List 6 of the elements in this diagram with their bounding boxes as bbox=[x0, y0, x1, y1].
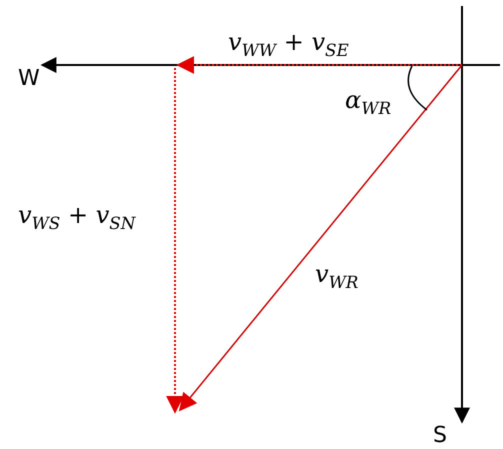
vector-label: v$_{WS}$ + v$_{SN}$ bbox=[18, 203, 136, 232]
vector-label: v$_{WW}$ + v$_{SE}$ bbox=[228, 30, 349, 59]
direction-label: S bbox=[433, 425, 447, 447]
vector-label: v$_{WR}$ bbox=[315, 262, 358, 291]
direction-label: W bbox=[18, 68, 40, 90]
angle-label: α$_{WR}$ bbox=[345, 88, 392, 117]
